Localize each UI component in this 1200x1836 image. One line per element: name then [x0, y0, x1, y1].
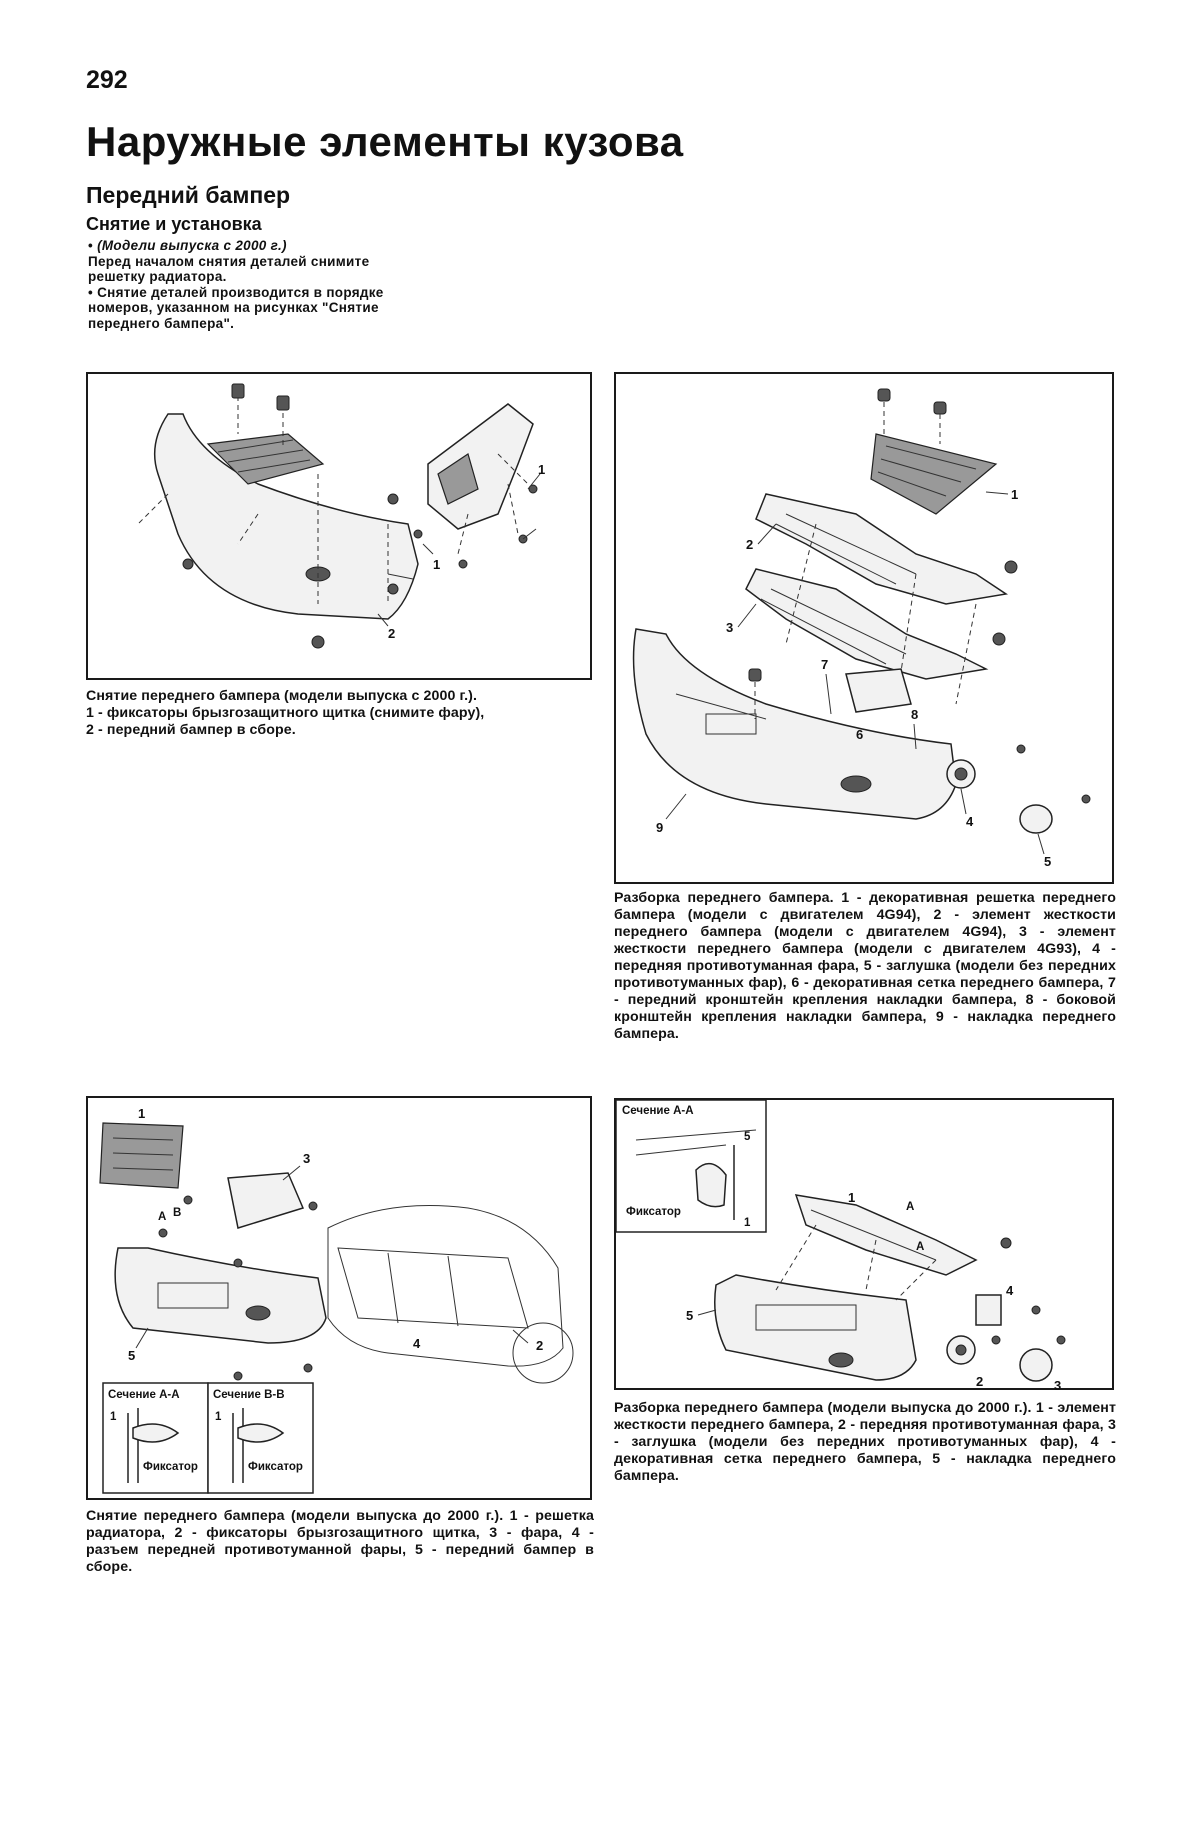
figure-3-inset-a-title: Сечение A-A	[108, 1389, 180, 1401]
figure-1-label-1b: 1	[433, 557, 440, 572]
figure-3-label-a: A	[158, 1211, 166, 1223]
intro-bullet-2: • Снятие деталей производится в порядке …	[88, 284, 384, 331]
figure-3-diagram: 1 3 5 4 2 A B Сечение A-A 1 Фиксатор	[86, 1096, 592, 1500]
figure-3-inset-b-title: Сечение B-B	[213, 1389, 285, 1401]
figure-1-diagram: 1 1 2	[86, 372, 592, 680]
figure-4-inset-fixator: Фиксатор	[626, 1206, 681, 1218]
figure-2-label-4: 4	[966, 814, 974, 829]
figure-4-label-a-1: A	[906, 1201, 914, 1213]
subsection-heading: Снятие и установка	[86, 214, 262, 234]
figure-1-caption-line-2: 1 - фиксаторы брызгозащитного щитка (сни…	[86, 705, 485, 721]
figure-1-caption: Снятие переднего бампера (модели выпуска…	[86, 688, 594, 739]
figure-3-inset-a-fixator: Фиксатор	[143, 1461, 198, 1473]
figure-3-label-3: 3	[303, 1151, 310, 1166]
figure-3-caption: Снятие переднего бампера (модели выпуска…	[86, 1508, 594, 1575]
figure-2-label-8: 8	[911, 707, 918, 722]
page-number: 292	[86, 66, 128, 94]
figure-2-label-7: 7	[821, 657, 828, 672]
figure-3-inset-a: Сечение A-A 1 Фиксатор	[102, 1382, 209, 1494]
figure-3-label-b: B	[173, 1207, 181, 1219]
figure-2-label-2: 2	[746, 537, 753, 552]
figure-3-inset-b: Сечение B-B 1 Фиксатор	[207, 1382, 314, 1494]
figure-3-label-1: 1	[138, 1106, 145, 1121]
figure-4-diagram: Сечение A-A 5 1 Фиксатор 1 A A 5 4 2 3	[614, 1098, 1114, 1392]
figure-2-label-1: 1	[1011, 487, 1018, 502]
page-title: Наружные элементы кузова	[86, 118, 684, 165]
figure-4-inset-num-5: 5	[744, 1131, 751, 1143]
intro-bullet-1-text: Перед началом снятия деталей снимите реш…	[88, 253, 370, 285]
figure-4-label-3: 3	[1054, 1378, 1061, 1392]
figure-3-inset-b-fixator: Фиксатор	[248, 1461, 303, 1473]
figure-4-label-2: 2	[976, 1374, 983, 1389]
figure-3-inset-a-num: 1	[110, 1411, 117, 1423]
figure-4-label-5: 5	[686, 1308, 693, 1323]
figure-2-label-5: 5	[1044, 854, 1051, 869]
intro-model-note: (Модели выпуска с 2000 г.)	[97, 238, 287, 253]
figure-2-diagram: 1 2 3 9 6 7 8 4 5	[614, 372, 1114, 884]
figure-1-caption-line-1: Снятие переднего бампера (модели выпуска…	[86, 688, 477, 704]
intro-instructions: • (Модели выпуска с 2000 г.) Перед начал…	[88, 238, 423, 331]
figure-4-label-4: 4	[1006, 1283, 1014, 1298]
figure-3-label-5: 5	[128, 1348, 135, 1363]
figure-2-label-9: 9	[656, 820, 663, 835]
figure-4-inset-title: Сечение A-A	[622, 1105, 694, 1117]
figure-4-label-a-2: A	[916, 1241, 924, 1253]
section-heading: Передний бампер	[86, 182, 291, 208]
figure-3-drawing: 1 3 5 4 2 A B Сечение A-A 1 Фиксатор	[99, 1106, 574, 1494]
intro-bullet-1: • (Модели выпуска с 2000 г.)	[88, 238, 287, 253]
figure-2-label-6: 6	[856, 727, 863, 742]
figure-4-caption: Разборка переднего бампера (модели выпус…	[614, 1400, 1116, 1484]
figure-3-inset-b-num: 1	[215, 1411, 222, 1423]
figure-1-drawing: 1 1 2	[137, 383, 545, 649]
figure-4-inset: Сечение A-A 5 1 Фиксатор	[616, 1100, 767, 1233]
figure-1-label-2: 2	[388, 626, 395, 641]
figure-4-inset-num-1: 1	[744, 1217, 751, 1229]
figure-3-label-4: 4	[413, 1336, 421, 1351]
intro-bullet-2-text: Снятие деталей производится в порядке но…	[88, 284, 384, 331]
figure-1-caption-line-3: 2 - передний бампер в сборе.	[86, 722, 296, 738]
figure-4-drawing: Сечение A-A 5 1 Фиксатор 1 A A 5 4 2 3	[616, 1100, 1066, 1392]
figure-2-caption: Разборка переднего бампера. 1 - декорати…	[614, 890, 1116, 1042]
figure-4-label-1: 1	[848, 1190, 855, 1205]
figure-1-label-1a: 1	[538, 462, 545, 477]
figure-3-label-2: 2	[536, 1338, 543, 1353]
figure-2-drawing: 1 2 3 9 6 7 8 4 5	[632, 388, 1091, 869]
figure-2-label-3: 3	[726, 620, 733, 635]
